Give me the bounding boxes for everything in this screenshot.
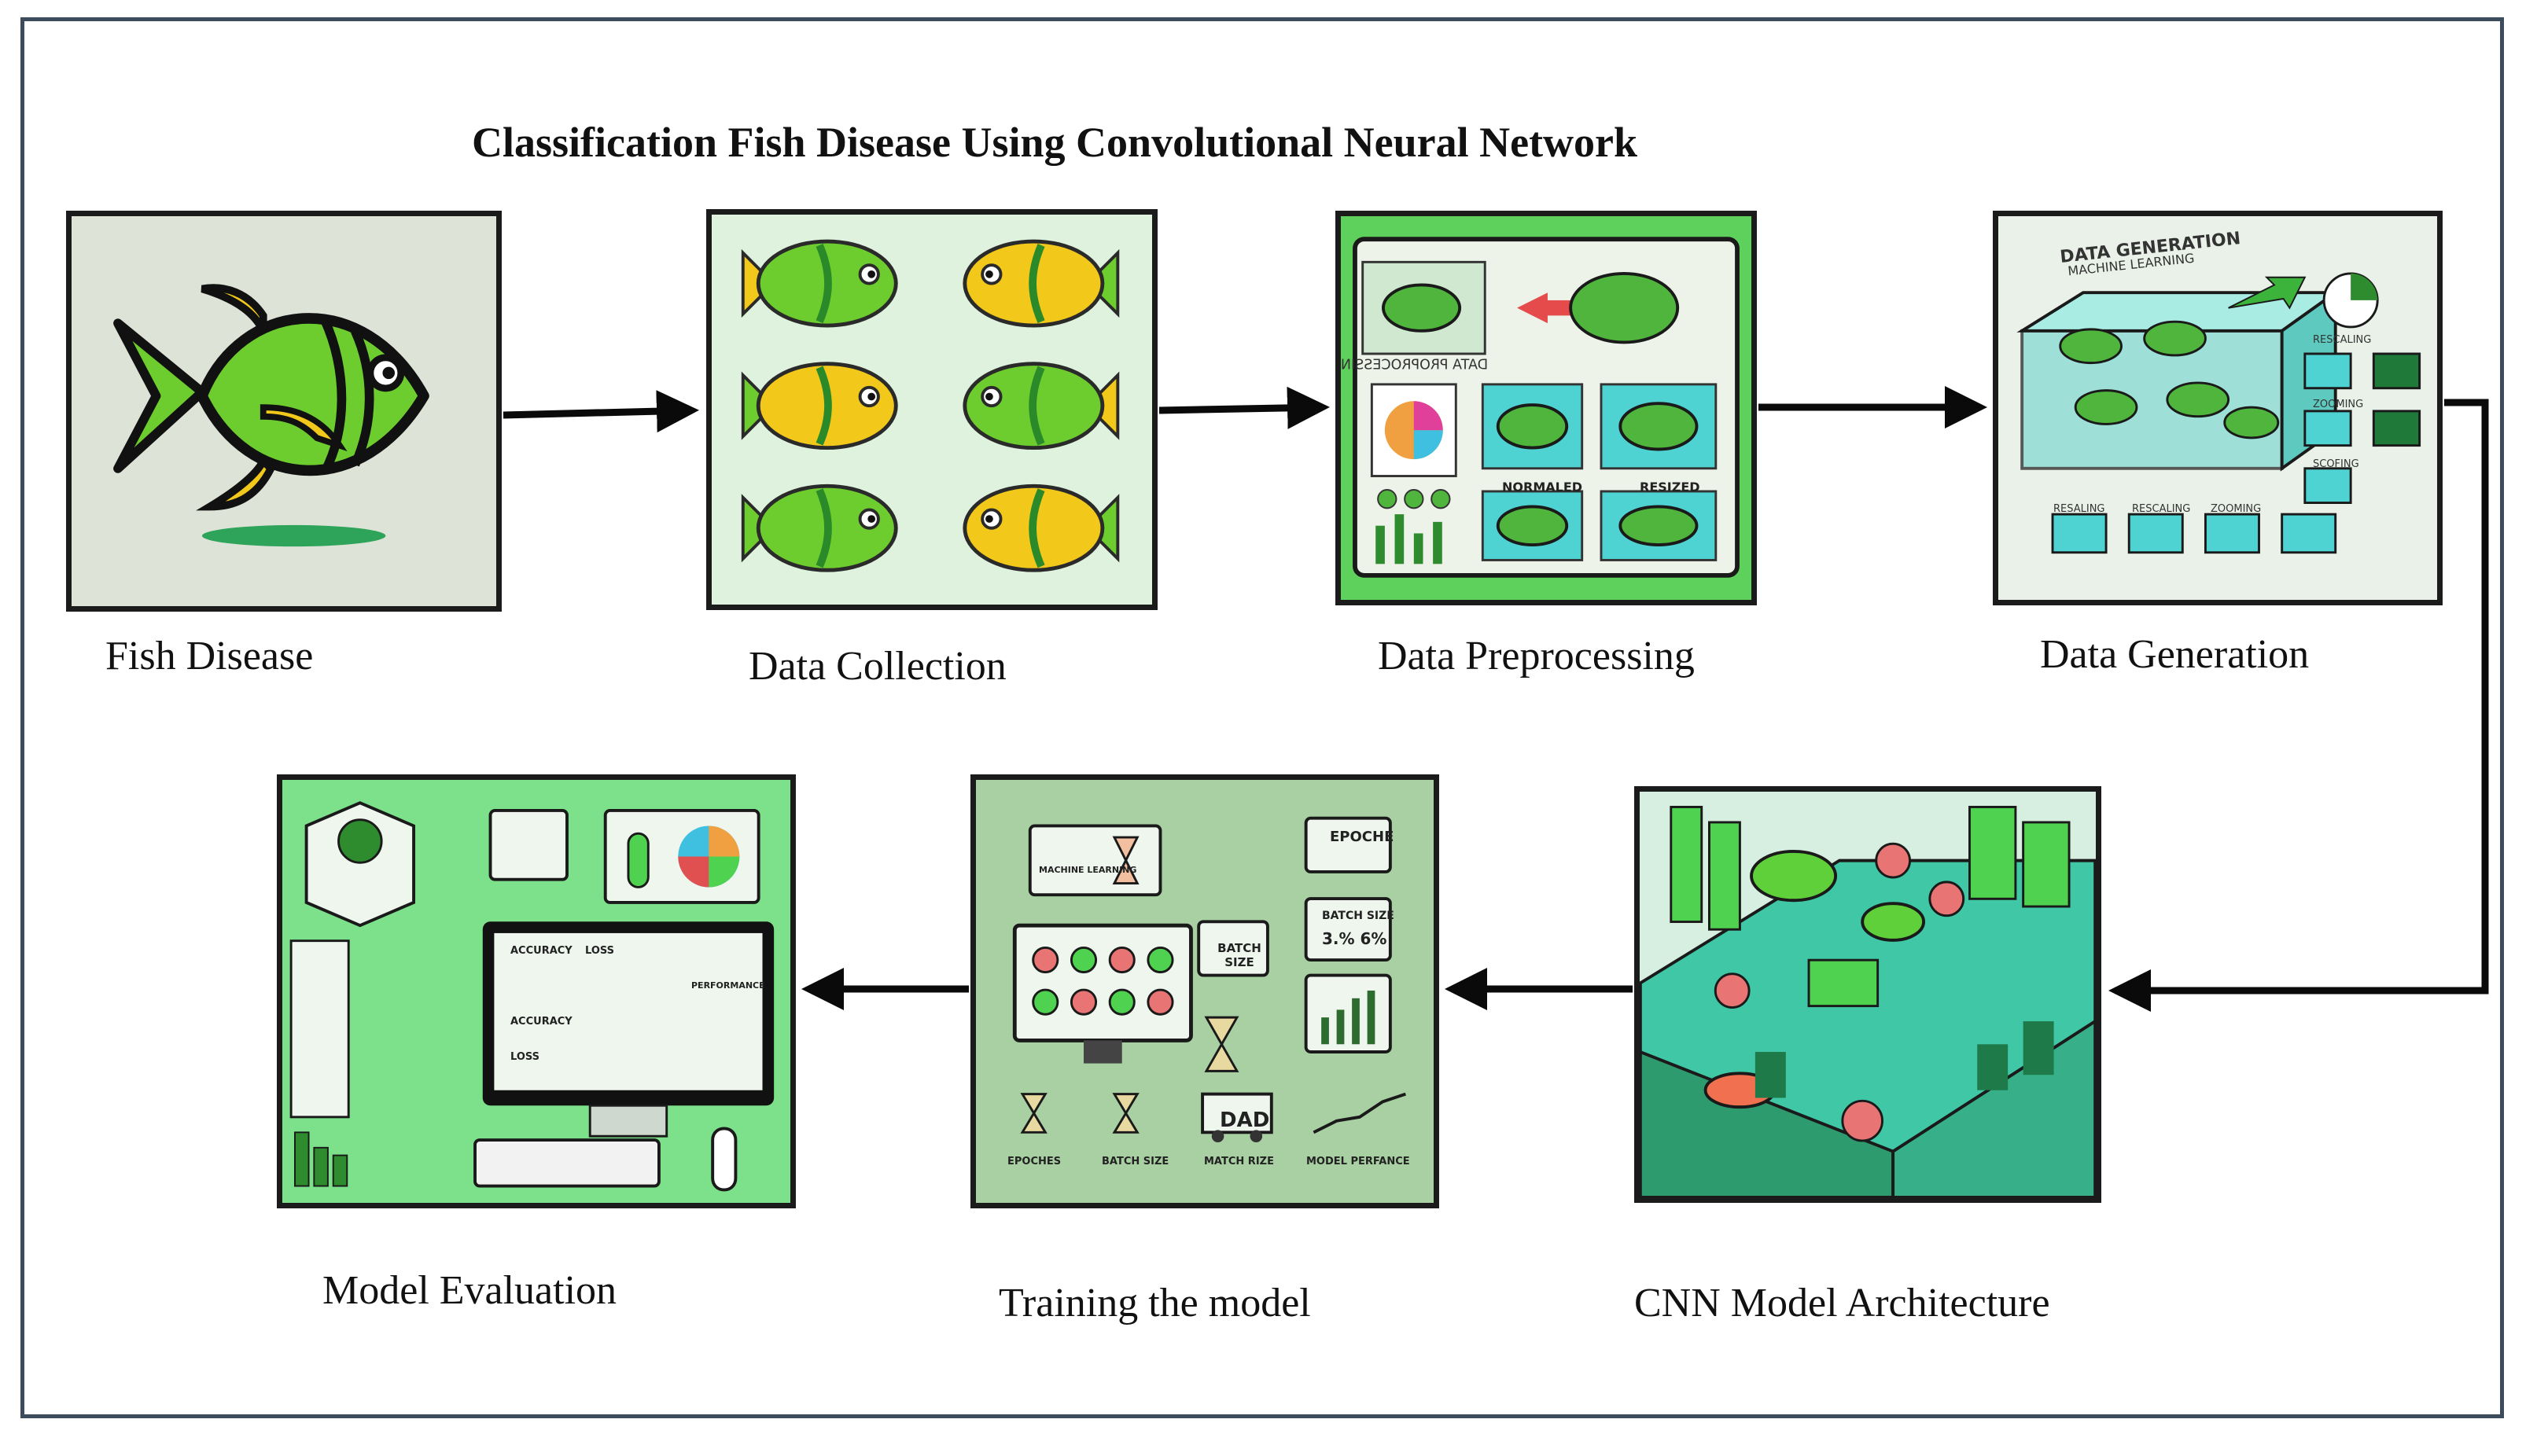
train-ml-label: MACHINE LEARNING: [1039, 865, 1137, 875]
diagram-frame: [20, 17, 2504, 1418]
collection-fish-icon: [741, 362, 898, 450]
step-label-cnn-architecture: CNN Model Architecture: [1634, 1281, 2050, 1325]
step-label-data-collection: Data Collection: [749, 644, 1007, 689]
step-label-data-generation: Data Generation: [2040, 632, 2310, 677]
train-epoche-label: EPOCHE: [1330, 829, 1394, 845]
fish-icon: [72, 216, 496, 606]
diagram-title: Classification Fish Disease Using Convol…: [472, 119, 1638, 166]
tile-fish-disease: [66, 211, 502, 612]
collection-fish-icon: [741, 483, 898, 572]
collection-fish-icon: [963, 239, 1120, 328]
train-batch-label: BATCH SIZE: [1217, 941, 1261, 969]
eval-loss-label-2: LOSS: [510, 1051, 540, 1063]
train-bottom-label-4: MODEL PERFANCE: [1306, 1156, 1410, 1167]
preproc-resized-label: RESIZED: [1640, 480, 1700, 495]
datagen-bottom-label-2: RESCALING: [2132, 503, 2191, 515]
fish-dataset-illustration: [712, 215, 1152, 605]
step-label-data-preprocessing: Data Preprocessing: [1378, 634, 1695, 678]
train-dad-label: DAD: [1220, 1109, 1270, 1132]
eval-performance-label: PERFORMANCE: [691, 980, 765, 991]
datagen-bottom-label-3: ZOOMING: [2211, 503, 2262, 515]
eval-accuracy-label-2: ACCURACY: [510, 1016, 573, 1028]
tile-data-collection: [706, 209, 1158, 610]
datagen-side-label-3: SCOFING: [2313, 458, 2359, 470]
train-batch-value: 3.% 6%: [1322, 929, 1387, 948]
train-bottom-label-3: MATCH RIZE: [1204, 1156, 1274, 1167]
tile-training: MACHINE LEARNING EPOCHE BATCH SIZE BATCH…: [970, 774, 1439, 1208]
cnn-architecture-illustration: [1640, 792, 2096, 1197]
tile-data-preprocessing: DATA PROPROCESSING NORMALED RESIZED: [1335, 211, 1757, 605]
collection-fish-icon: [963, 483, 1120, 572]
preproc-title-text: DATA PROPROCESSING: [1341, 357, 1488, 373]
train-bottom-label-2: BATCH SIZE: [1102, 1156, 1169, 1167]
datagen-bottom-label-1: RESALING: [2053, 503, 2105, 515]
training-illustration: [976, 780, 1434, 1203]
step-label-training: Training the model: [999, 1281, 1311, 1325]
datagen-side-label-2: ZOOMING: [2313, 399, 2364, 410]
preproc-normalized-label: NORMALED: [1502, 480, 1583, 495]
datagen-side-label-1: RESCALING: [2313, 334, 2372, 346]
eval-loss-label: LOSS: [585, 945, 615, 957]
eval-accuracy-label: ACCURACY: [510, 945, 573, 957]
tile-cnn-architecture: [1634, 786, 2101, 1203]
step-label-model-evaluation: Model Evaluation: [322, 1268, 617, 1313]
preprocessing-screen-illustration: DATA PROPROCESSING: [1341, 216, 1751, 600]
tile-data-generation: DATA GENERATION MACHINE LEARNING RESCALI…: [1993, 211, 2443, 605]
tile-model-evaluation: ACCURACY LOSS ACCURACY LOSS PERFORMANCE: [277, 774, 796, 1208]
collection-fish-icon: [963, 362, 1120, 450]
collection-fish-icon: [741, 239, 898, 328]
data-generation-illustration: [1998, 216, 2437, 600]
step-label-fish-disease: Fish Disease: [105, 634, 314, 678]
train-batch-label-2: BATCH SIZE: [1322, 910, 1394, 922]
evaluation-illustration: [283, 780, 790, 1203]
train-bottom-label-1: EPOCHES: [1007, 1156, 1062, 1167]
